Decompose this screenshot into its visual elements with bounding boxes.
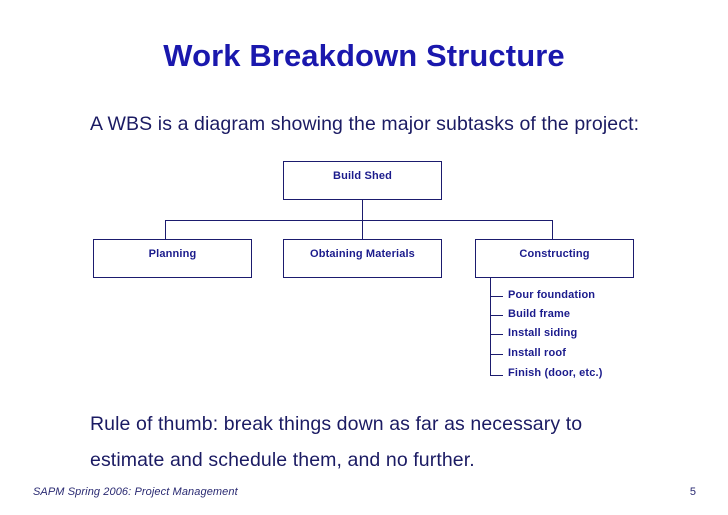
- footer-label: SAPM Spring 2006: Project Management: [33, 486, 238, 498]
- wbs-node-build-shed: Build Shed: [283, 161, 442, 200]
- intro-paragraph: A WBS is a diagram showing the major sub…: [90, 113, 640, 135]
- wbs-leaf-build-frame: Build frame: [508, 308, 571, 320]
- connector-drop-constructing: [552, 220, 553, 240]
- connector-bus: [165, 220, 553, 221]
- wbs-leaf-pour-foundation: Pour foundation: [508, 289, 596, 301]
- wbs-leaf-install-siding: Install siding: [508, 327, 578, 339]
- connector-drop-materials: [362, 220, 363, 240]
- wbs-node-label: Planning: [148, 248, 197, 260]
- wbs-node-constructing: Constructing: [475, 239, 634, 278]
- connector-leaf-trunk: [490, 278, 491, 375]
- connector-leaf-stub: [490, 334, 503, 335]
- connector-leaf-stub: [490, 296, 503, 297]
- page-number: 5: [689, 486, 696, 498]
- wbs-leaf-install-roof: Install roof: [508, 347, 567, 359]
- wbs-node-obtaining-materials: Obtaining Materials: [283, 239, 442, 278]
- rule-of-thumb-paragraph: Rule of thumb: break things down as far …: [90, 413, 583, 471]
- connector-leaf-stub: [490, 315, 503, 316]
- page-title: Work Breakdown Structure: [163, 38, 565, 73]
- connector-leaf-stub: [490, 354, 503, 355]
- wbs-node-label: Build Shed: [333, 170, 392, 182]
- wbs-node-planning: Planning: [93, 239, 252, 278]
- wbs-leaf-finish: Finish (door, etc.): [508, 367, 603, 379]
- connector-drop-planning: [165, 220, 166, 240]
- connector-root-stem: [362, 200, 363, 220]
- wbs-node-label: Obtaining Materials: [310, 248, 415, 260]
- wbs-node-label: Constructing: [519, 248, 590, 260]
- connector-leaf-stub: [490, 375, 503, 376]
